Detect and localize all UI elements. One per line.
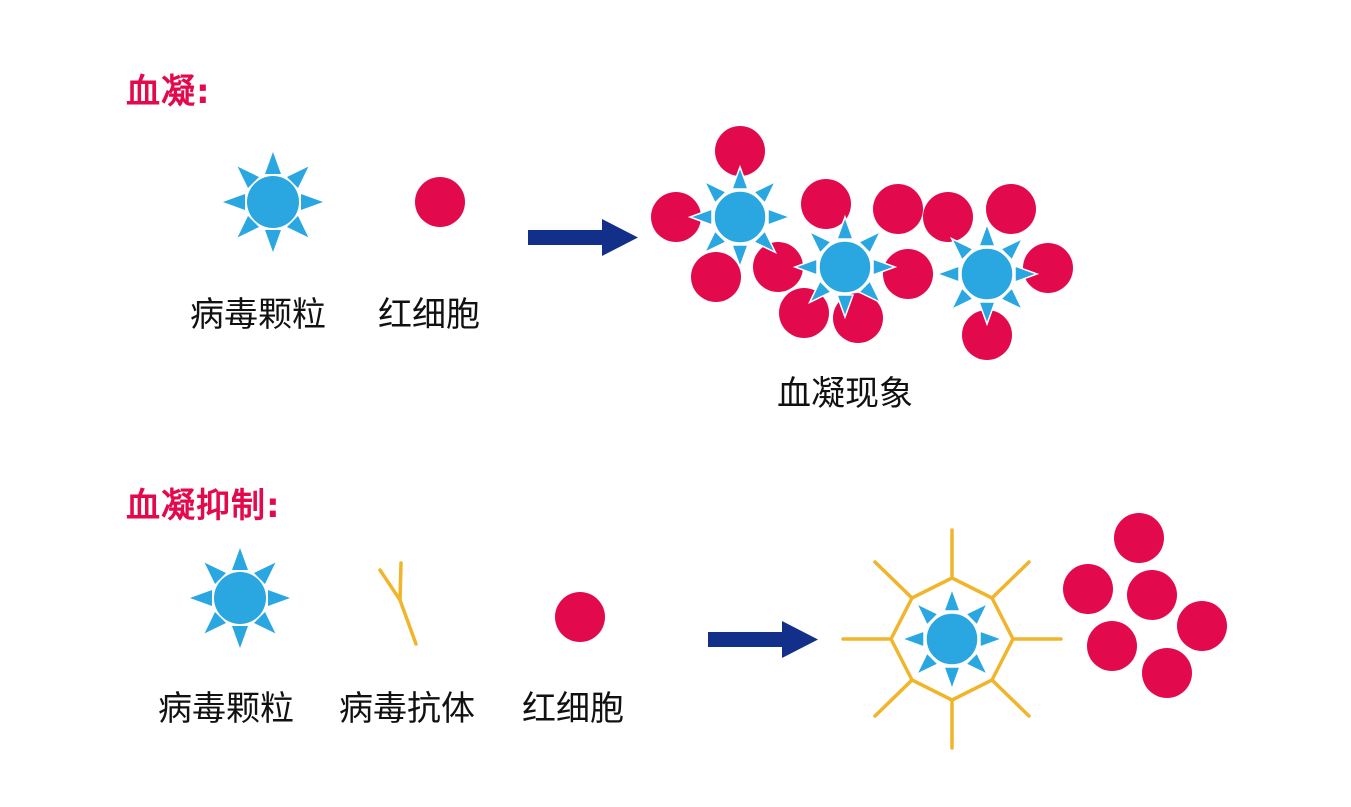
red-blood-cell-icon (691, 252, 741, 302)
red-blood-cell-icon (883, 249, 933, 299)
hemagglutination-cluster (651, 126, 1073, 360)
red-blood-cell-icon (1127, 570, 1177, 620)
red-blood-cell-icon (1142, 648, 1192, 698)
red-blood-cell-icon (1023, 243, 1073, 293)
red-blood-cell-label: 红细胞 (378, 295, 480, 335)
red-blood-cell-icon (986, 184, 1036, 234)
red-blood-cell-icon (962, 310, 1012, 360)
antibody-icon (841, 528, 1063, 750)
red-blood-cell-icon (923, 192, 973, 242)
red-blood-cell-icon (753, 242, 803, 292)
red-blood-cell-icon (715, 126, 765, 176)
virus-particle-label: 病毒颗粒 (158, 689, 294, 729)
virus-particle-icon (794, 216, 896, 318)
free-red-cells (1063, 513, 1227, 698)
virus-antibody-label: 病毒抗体 (339, 689, 475, 729)
neutralized-virus (841, 528, 1063, 750)
virus-particle-label: 病毒颗粒 (190, 295, 326, 335)
virus-particle-icon (901, 588, 1003, 690)
virus-particle-icon (689, 166, 791, 268)
arrow-right-icon (708, 621, 818, 658)
red-blood-cell-icon (801, 179, 851, 229)
antibody-icon (378, 561, 418, 646)
red-blood-cell-icon (1087, 621, 1137, 671)
arrow-right-icon (528, 219, 638, 256)
red-blood-cell-label: 红细胞 (522, 689, 624, 729)
red-blood-cell-icon (873, 184, 923, 234)
section-heading-inhibition: 血凝抑制: (126, 486, 281, 526)
red-blood-cell-icon (1063, 564, 1113, 614)
hemagglutination-result-label: 血凝现象 (777, 374, 913, 414)
red-blood-cell-icon (1177, 601, 1227, 651)
virus-particle-icon (223, 152, 323, 252)
red-blood-cell-icon (779, 288, 829, 338)
virus-particle-icon (936, 223, 1038, 325)
red-blood-cell-icon (651, 192, 701, 242)
virus-particle-icon (190, 548, 290, 648)
red-blood-cell-icon (415, 177, 465, 227)
red-blood-cell-icon (555, 592, 605, 642)
red-blood-cell-icon (1114, 513, 1164, 563)
section-heading-hemagglutination: 血凝: (126, 72, 211, 112)
